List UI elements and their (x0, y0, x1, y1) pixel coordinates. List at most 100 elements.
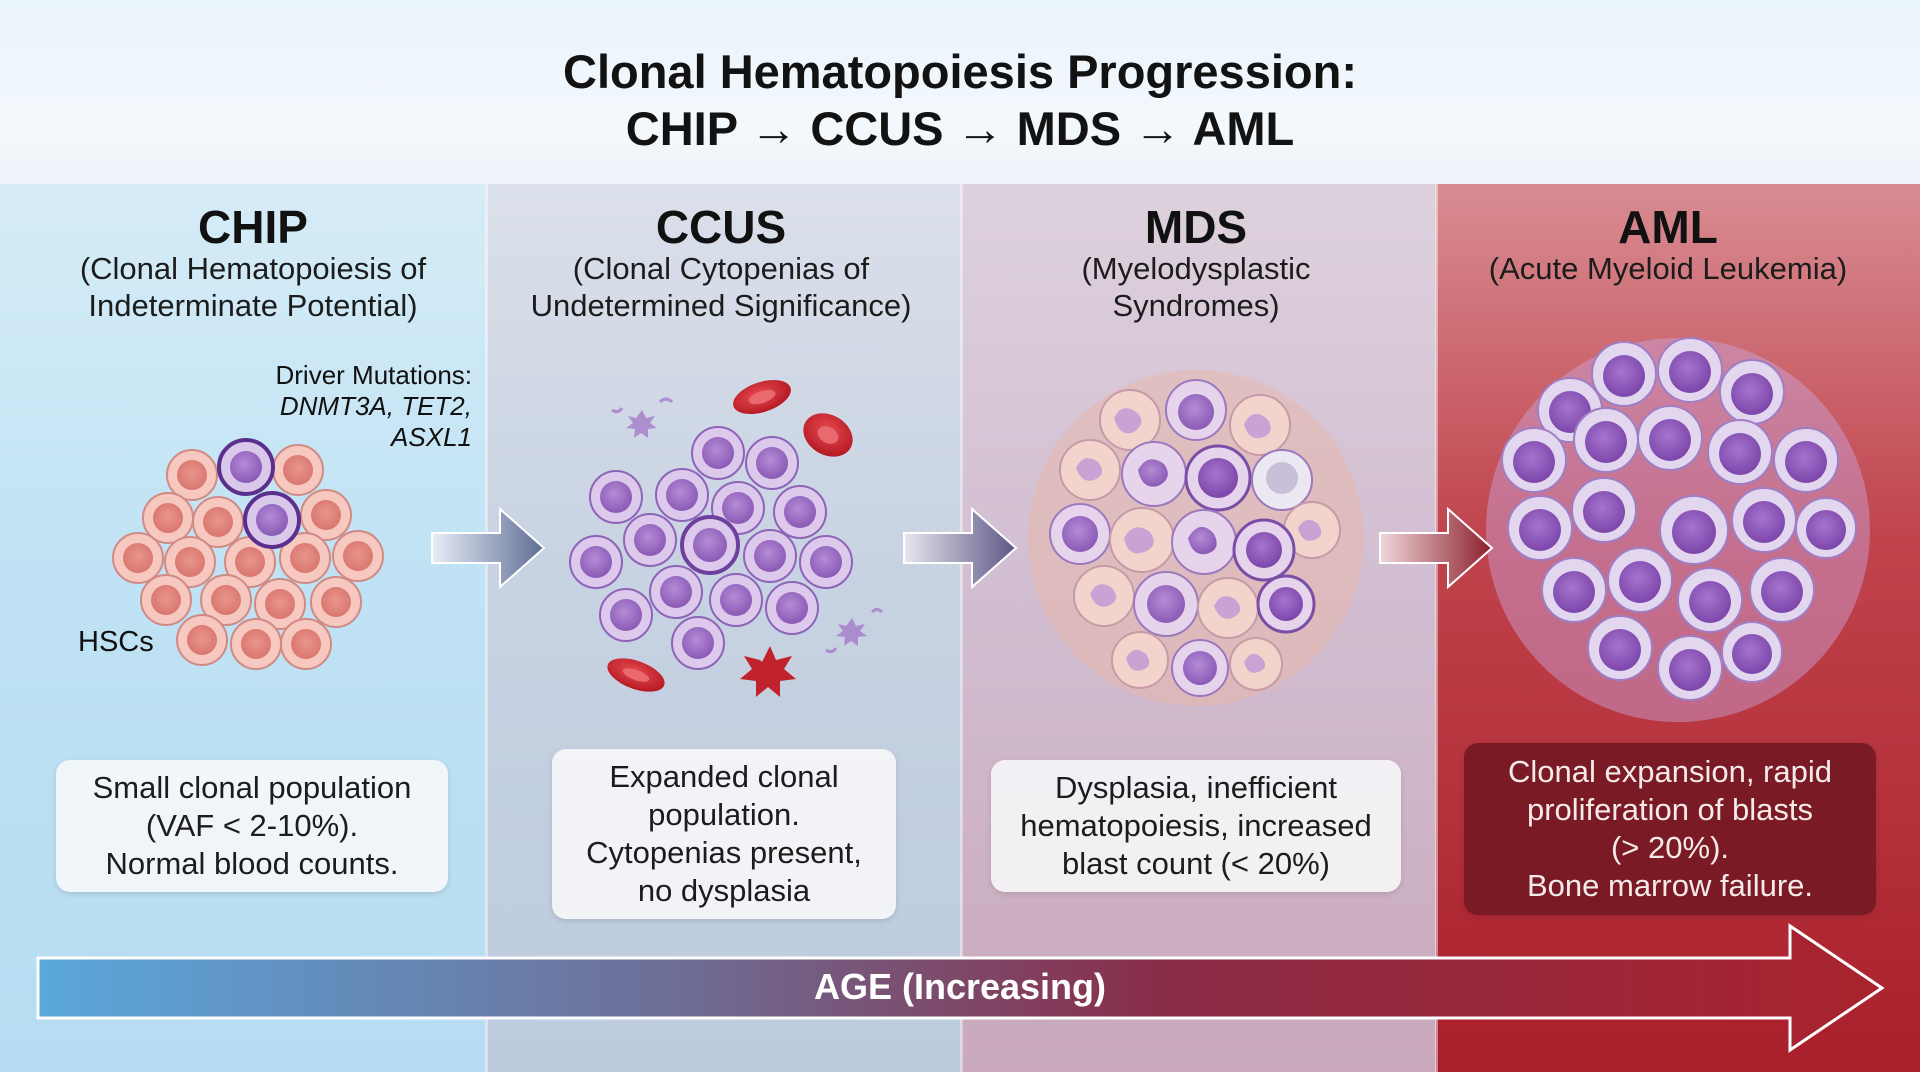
header-band (0, 0, 1920, 184)
blast-cell (1591, 341, 1657, 407)
dysplastic-cell (1171, 509, 1237, 575)
ccus-cluster (569, 379, 884, 697)
description-line: Expanded clonal (609, 759, 839, 794)
hsc-cell (310, 576, 362, 628)
hsc-cell (176, 614, 228, 666)
hsc-cell (230, 618, 282, 670)
divider-3 (1435, 184, 1438, 1072)
mds-cluster (1028, 370, 1364, 706)
stage-chip-description: Small clonal population (VAF < 2-10%). N… (56, 760, 448, 892)
stage-mds-name: MDS (1144, 201, 1248, 253)
blast-cell (1607, 547, 1673, 613)
description-line: blast count (< 20%) (1062, 846, 1330, 881)
blast-cell (1731, 487, 1797, 553)
clonal-cell (745, 436, 799, 490)
clonal-cell (671, 616, 725, 670)
dysplastic-cell (1111, 631, 1169, 689)
description-line: proliferation of blasts (1526, 792, 1814, 827)
clonal-cell (691, 426, 745, 480)
blast-cell (1677, 567, 1743, 633)
description-line: Cytopenias present, (586, 835, 862, 870)
blast-cell (1773, 427, 1839, 493)
clonal-cell (709, 573, 763, 627)
stage-chip-subtitle-line: (Clonal Hematopoiesis of (79, 251, 427, 286)
mutant-hsc-cell (217, 438, 275, 496)
blast-cell (1707, 419, 1773, 485)
dysplastic-cell (1256, 574, 1316, 634)
dysplastic-cell (1133, 571, 1199, 637)
hsc-cell (140, 574, 192, 626)
clonal-cell (743, 529, 797, 583)
dysplastic-cell (1121, 441, 1187, 507)
clonal-cell (711, 481, 765, 535)
panel-ccus (486, 184, 961, 1072)
hsc-cell (192, 496, 244, 548)
stage-ccus-description: Expanded clonal population. Cytopenias p… (552, 749, 896, 919)
blast-cell (1657, 635, 1723, 701)
driver-mutations-label: Driver Mutations: DNMT3A, TET2, ASXL1 (240, 360, 473, 453)
stage-ccus-name: CCUS (655, 201, 787, 253)
clonal-cell (680, 515, 740, 575)
stage-aml-description: Clonal expansion, rapid proliferation of… (1464, 743, 1876, 915)
description-line: Dysplasia, inefficient (1054, 770, 1337, 805)
stage-chip-name: CHIP (198, 201, 308, 253)
platelet (740, 646, 796, 697)
dysplastic-cell (1197, 577, 1259, 639)
description-line: no dysplasia (637, 873, 811, 908)
description-line: (VAF < 2-10%). (145, 808, 359, 843)
age-arrow-icon (36, 923, 1885, 1053)
hsc-cell (164, 536, 216, 588)
dysplastic-cell (1059, 439, 1121, 501)
dysplastic-cell (1184, 444, 1252, 512)
hsc-cell (112, 532, 164, 584)
clonal-cell (599, 588, 653, 642)
hsc-cell (142, 492, 194, 544)
stage-mds-subtitle: (Myelodysplastic Syndromes) (956, 250, 1436, 324)
blast-cell (1541, 557, 1607, 623)
blast-cell (1501, 427, 1567, 493)
driver-mutations-genes: DNMT3A, TET2, (240, 391, 472, 422)
red-blood-cell (733, 379, 791, 415)
divider-1 (485, 184, 488, 1072)
stage-ccus-subtitle: (Clonal Cytopenias of Undetermined Signi… (481, 250, 961, 324)
mutant-hsc-cell (243, 491, 301, 549)
blast-cell (1795, 497, 1857, 559)
description-line: Clonal expansion, rapid (1508, 754, 1832, 789)
dysplastic-cell (1229, 637, 1283, 691)
page-subtitle-progression: CHIP → CCUS → MDS → AML (625, 102, 1295, 155)
clonal-cell (655, 468, 709, 522)
description-line: Bone marrow failure. (1526, 868, 1813, 903)
hsc-cell (279, 532, 331, 584)
clonal-cell (649, 565, 703, 619)
clonal-cell (765, 581, 819, 635)
age-arrow-label: AGE (Increasing) (813, 966, 1107, 1007)
description-line: hematopoiesis, increased (1020, 808, 1372, 843)
hsc-cell (166, 449, 218, 501)
blast-cell (1721, 621, 1783, 683)
driver-mutations-title: Driver Mutations: (275, 360, 473, 390)
stage-chip-subtitle-line: Indeterminate Potential) (88, 288, 418, 323)
clonal-cell (773, 485, 827, 539)
driver-mutations-genes: ASXL1 (240, 422, 472, 453)
dysplastic-cell (1049, 503, 1111, 565)
blast-cell (1587, 615, 1653, 681)
blast-cell (1507, 495, 1573, 561)
stage-ccus-subtitle-line: (Clonal Cytopenias of (572, 251, 870, 286)
blast-cell (1657, 337, 1723, 403)
blast-cell (1573, 407, 1639, 473)
clonal-cell (589, 470, 643, 524)
panel-aml (1436, 184, 1920, 1072)
hsc-cell (300, 489, 352, 541)
dysplastic-cell (1251, 449, 1313, 511)
hsc-cell (272, 444, 324, 496)
description-line: population. (648, 797, 800, 832)
transition-arrow-icon (1379, 506, 1494, 590)
blast-cell (1719, 359, 1785, 425)
red-blood-cell (607, 658, 665, 692)
blast-cell (1637, 405, 1703, 471)
stage-mds-subtitle-line: (Myelodysplastic (1081, 251, 1311, 286)
divider-2 (960, 184, 963, 1072)
hsc-cell (332, 530, 384, 582)
